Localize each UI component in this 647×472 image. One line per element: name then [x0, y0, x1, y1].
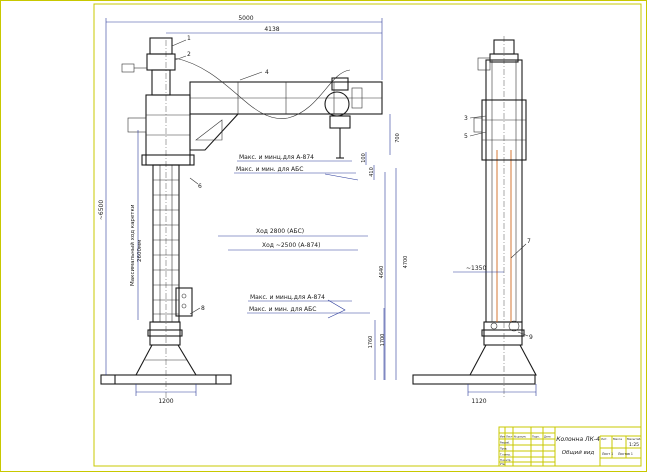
tb-row-ncontr: Н.контр. — [500, 458, 511, 462]
dim-4640: 4640 — [379, 266, 385, 279]
note-max-min-a874-bottom: Макс. и минц.для А-874 — [250, 294, 325, 301]
front-view — [100, 37, 383, 398]
note-manual-travel-1: Максимальный ход каретки — [129, 204, 136, 286]
tb-col-sign: Подп. — [532, 435, 540, 439]
tb-row-check: Пров. — [500, 446, 507, 450]
dim-base-width: 1200 — [158, 398, 173, 405]
dim-side-reach: ~1350 — [466, 265, 486, 272]
dim-1700: 1700 — [380, 334, 386, 347]
dim-4700: 4700 — [403, 256, 409, 269]
welding-head — [324, 91, 350, 117]
callout-1: 1 — [187, 35, 191, 42]
callout-7: 7 — [527, 238, 531, 245]
tb-col-lit: Лит. — [601, 437, 608, 441]
side-dimensions: ~1350 1120 — [453, 265, 537, 405]
side-view — [412, 36, 537, 398]
front-annotations: Макс. и минц.для А-874 Макс. и мин. для … — [129, 154, 370, 319]
dim-boom-length: 4138 — [264, 26, 279, 33]
tb-col-doc: № докум. — [514, 436, 527, 439]
dim-410: 410 — [369, 167, 375, 177]
callout-6: 6 — [198, 183, 202, 190]
tb-name: Колонна ЛК-4 — [556, 436, 600, 443]
note-max-min-abs-top: Макс. и мин. для АБС — [236, 166, 303, 173]
cable-loop — [174, 57, 351, 119]
side-base-plate — [412, 374, 536, 385]
tb-row-appr: Утв. — [500, 462, 505, 466]
tb-col-date: Дата — [544, 435, 551, 439]
dim-100: 100 — [361, 153, 367, 163]
tb-col-mass: Масса — [613, 437, 622, 441]
dim-boom-drop: 700 — [395, 133, 401, 143]
note-manual-travel-2: 2600мм — [137, 240, 143, 262]
ladder — [153, 165, 179, 322]
tb-scale: 1:25 — [629, 442, 639, 448]
note-max-min-abs-bottom: Макс. и мин. для АБС — [249, 306, 316, 313]
side-callouts: 3 5 7 9 — [464, 115, 533, 341]
callout-8: 8 — [201, 305, 205, 312]
tb-sheet: Лист 1 — [602, 452, 613, 456]
control-box — [175, 287, 193, 317]
dim-side-base-width: 1120 — [471, 398, 486, 405]
callout-3: 3 — [464, 115, 468, 122]
dim-1760: 1760 — [368, 336, 374, 349]
tb-col-scale: Масштаб — [627, 437, 641, 441]
note-max-min-a874-top: Макс. и минц.для А-874 — [239, 154, 314, 161]
tb-subtitle: Общий вид — [562, 450, 595, 456]
title-block: Изм Лист № докум. Подп. Дата Разраб. Про… — [498, 426, 642, 467]
drawing-frame — [93, 3, 642, 467]
callout-5: 5 — [464, 133, 468, 140]
drive-head — [149, 37, 173, 55]
callout-9: 9 — [529, 334, 533, 341]
note-travel-a874: Ход ~2500 (А-874) — [262, 242, 320, 249]
front-dimensions: 5000 4138 ~6500 700 100 410 4640 4700 17… — [98, 15, 409, 405]
note-travel-abs: Ход 2800 (АБС) — [256, 228, 304, 235]
tb-row-tcontr: Т.контр. — [500, 452, 511, 456]
callout-2: 2 — [187, 51, 191, 58]
callout-4: 4 — [265, 69, 269, 76]
tb-col-list: Лист — [506, 435, 513, 439]
dim-height-overall: ~6500 — [98, 200, 105, 220]
tb-col-izm: Изм — [500, 435, 505, 439]
tb-sheets: Листов 1 — [618, 452, 633, 456]
tb-row-dev: Разраб. — [500, 440, 510, 444]
dim-overall-width: 5000 — [238, 15, 253, 22]
front-callouts: 1 2 4 6 8 — [171, 35, 269, 315]
